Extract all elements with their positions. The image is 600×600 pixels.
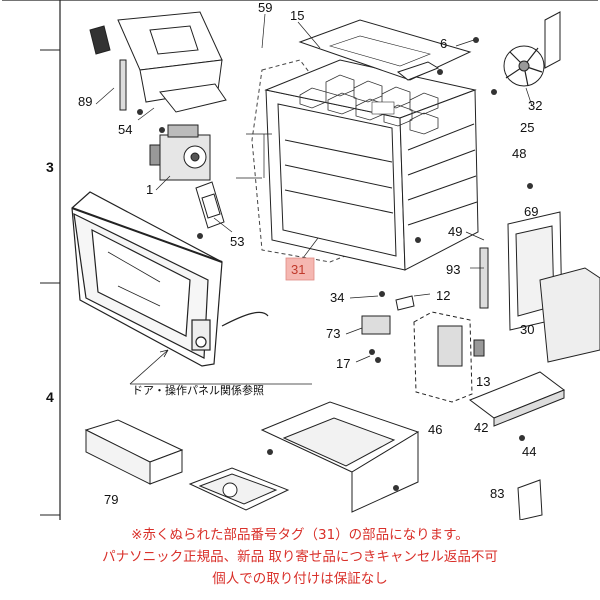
callout-83: 83 bbox=[490, 486, 504, 501]
callout-49: 49 bbox=[448, 224, 462, 239]
oven-door bbox=[71, 191, 269, 367]
base-chassis bbox=[188, 401, 420, 513]
callout-48: 48 bbox=[512, 146, 526, 161]
exploded-parts-diagram: 3 4 bbox=[2, 0, 600, 520]
callout-79: 79 bbox=[104, 492, 118, 507]
row-label-4: 4 bbox=[46, 389, 54, 405]
rear-bracket-assembly bbox=[89, 11, 227, 113]
callout-73: 73 bbox=[326, 326, 340, 341]
callout-59: 59 bbox=[258, 0, 272, 15]
callout-1: 1 bbox=[146, 182, 153, 197]
callout-54: 54 bbox=[118, 122, 132, 137]
footer-note-line-2: パナソニック正規品、新品 取り寄せ品につきキャンセル返品不可 bbox=[102, 549, 498, 565]
callout-6: 6 bbox=[440, 36, 447, 51]
callout-89: 89 bbox=[78, 94, 92, 109]
fan-part-32 bbox=[503, 45, 545, 87]
footer-note-line-3: 個人での取り付けは保証なし bbox=[212, 571, 388, 587]
callout-15: 15 bbox=[290, 8, 304, 23]
callout-13: 13 bbox=[476, 374, 490, 389]
callout-53: 53 bbox=[230, 234, 244, 249]
footer-note-line-1: ※赤くぬられた部品番号タグ（31）の部品になります。 bbox=[131, 527, 469, 543]
right-side-panel bbox=[479, 11, 600, 363]
leader-lines bbox=[95, 13, 533, 363]
callout-30: 30 bbox=[520, 322, 534, 337]
shelf-part-42 bbox=[468, 371, 566, 427]
callout-31: 31 bbox=[291, 262, 305, 277]
callout-69: 69 bbox=[524, 204, 538, 219]
top-plate-part-15 bbox=[298, 19, 472, 81]
bracket-part-73 bbox=[361, 295, 415, 335]
callout-32: 32 bbox=[528, 98, 542, 113]
door-panel-reference: ドア・操作パネル関係参照 bbox=[129, 349, 312, 397]
oven-cavity-part-31 bbox=[251, 59, 479, 271]
callout-25: 25 bbox=[520, 120, 534, 135]
callout-93: 93 bbox=[446, 262, 460, 277]
part-83 bbox=[517, 479, 543, 520]
callout-17: 17 bbox=[336, 356, 350, 371]
callout-34: 34 bbox=[330, 290, 344, 305]
callout-44: 44 bbox=[522, 444, 536, 459]
callout-46: 46 bbox=[428, 422, 442, 437]
tray-part-79 bbox=[84, 419, 184, 485]
door-panel-note: ドア・操作パネル関係参照 bbox=[132, 383, 264, 397]
callout-42: 42 bbox=[474, 420, 488, 435]
motor-part-1 bbox=[149, 124, 211, 181]
callout-12: 12 bbox=[436, 288, 450, 303]
row-label-3: 3 bbox=[46, 159, 54, 175]
highlighted-tag-31 bbox=[285, 257, 315, 281]
part-callouts: 59 15 6 89 54 32 25 1 48 53 69 49 31 93 … bbox=[78, 0, 542, 507]
small-fasteners bbox=[137, 37, 533, 491]
bracket-part-53 bbox=[195, 181, 225, 229]
switch-assembly-part-46 bbox=[413, 311, 485, 403]
